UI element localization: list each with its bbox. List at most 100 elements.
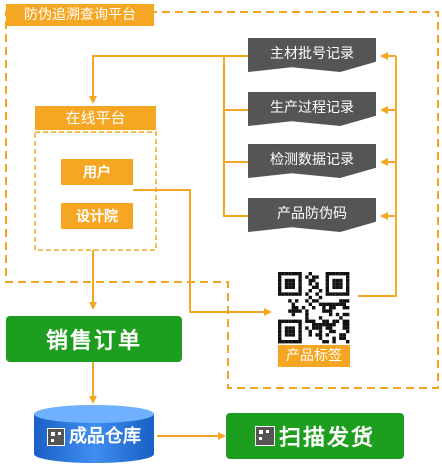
qr-module bbox=[346, 312, 350, 317]
qr-module bbox=[308, 333, 312, 337]
qr-module bbox=[342, 333, 346, 337]
qr-module bbox=[288, 278, 292, 283]
qr-module bbox=[332, 340, 336, 344]
qr-module bbox=[298, 340, 302, 344]
qr-module bbox=[278, 289, 282, 293]
qr-module bbox=[278, 326, 282, 330]
qr-module bbox=[329, 302, 333, 306]
qr-module bbox=[278, 323, 282, 327]
qr-module bbox=[335, 312, 340, 317]
qr-module bbox=[325, 285, 329, 289]
qr-module bbox=[291, 312, 295, 317]
qr-module bbox=[278, 292, 282, 296]
qr-module bbox=[346, 340, 350, 344]
qr-module bbox=[346, 299, 350, 303]
qr-module bbox=[284, 326, 289, 330]
qr-module bbox=[335, 292, 340, 296]
record-material-batch: 主材批号记录 bbox=[248, 38, 376, 72]
qr-module bbox=[342, 323, 346, 327]
qr-module bbox=[322, 302, 326, 306]
qr-module bbox=[284, 319, 289, 323]
qr-module bbox=[305, 316, 309, 320]
qr-module bbox=[281, 292, 285, 296]
qr-module bbox=[278, 329, 282, 334]
qr-module bbox=[332, 323, 336, 327]
sales-order-button[interactable]: 销售订单 bbox=[6, 316, 182, 362]
qr-module bbox=[329, 312, 333, 317]
qr-module bbox=[298, 336, 302, 340]
qr-module bbox=[308, 302, 312, 306]
qr-module bbox=[284, 329, 289, 334]
role-design-institute-button[interactable]: 设计院 bbox=[61, 203, 133, 229]
qr-module bbox=[295, 340, 299, 344]
qr-module bbox=[312, 323, 316, 327]
qr-module bbox=[332, 285, 336, 289]
qr-module bbox=[325, 319, 329, 323]
qr-module bbox=[342, 272, 346, 276]
qr-module bbox=[315, 333, 319, 337]
qr-module bbox=[312, 326, 316, 330]
qr-module bbox=[339, 292, 343, 296]
qr-module bbox=[342, 299, 346, 303]
qr-module bbox=[335, 302, 340, 306]
qr-module bbox=[325, 278, 329, 283]
records-left-bracket bbox=[223, 55, 248, 217]
qr-module bbox=[298, 326, 302, 330]
qr-module bbox=[312, 275, 316, 279]
qr-module bbox=[288, 340, 292, 344]
qr-module bbox=[291, 282, 295, 286]
qr-module bbox=[278, 336, 282, 340]
online-platform-title: 在线平台 bbox=[35, 106, 156, 130]
qr-module bbox=[346, 329, 350, 334]
qr-module bbox=[318, 302, 323, 306]
qr-module bbox=[332, 319, 336, 323]
qr-module bbox=[288, 292, 292, 296]
warehouse-qr-icon bbox=[47, 428, 65, 446]
qr-module bbox=[329, 326, 333, 330]
qr-module bbox=[284, 282, 289, 286]
platform-title: 防伪追溯查询平台 bbox=[6, 4, 154, 26]
qr-module bbox=[315, 282, 319, 286]
qr-module bbox=[335, 285, 340, 289]
qr-module bbox=[305, 319, 309, 323]
qr-module bbox=[318, 329, 323, 334]
qr-module bbox=[332, 278, 336, 283]
qr-module bbox=[284, 278, 289, 283]
qr-module bbox=[342, 336, 346, 340]
qr-module bbox=[342, 292, 346, 296]
qr-module bbox=[322, 340, 326, 344]
qr-module bbox=[346, 285, 350, 289]
qr-module bbox=[291, 278, 295, 283]
role-user-button[interactable]: 用户 bbox=[61, 159, 133, 185]
qr-module bbox=[278, 275, 282, 279]
qr-module bbox=[332, 302, 336, 306]
sales-order-label: 销售订单 bbox=[45, 329, 142, 354]
qr-module bbox=[312, 299, 316, 303]
qr-module bbox=[308, 282, 312, 286]
qr-module bbox=[284, 285, 289, 289]
scan-ship-button[interactable]: 扫描发货 bbox=[226, 413, 404, 459]
qr-module bbox=[312, 285, 316, 289]
qr-module bbox=[339, 299, 343, 303]
qr-module bbox=[325, 309, 329, 313]
qr-module bbox=[342, 306, 346, 310]
platform-boundary bbox=[5, 11, 439, 389]
qr-module bbox=[305, 312, 309, 317]
qr-module bbox=[291, 333, 295, 337]
qr-module bbox=[291, 319, 295, 323]
qr-module bbox=[291, 340, 295, 344]
qr-module bbox=[332, 292, 336, 296]
qr-module bbox=[284, 333, 289, 337]
qr-module bbox=[281, 340, 285, 344]
qr-module bbox=[291, 292, 295, 296]
qr-label-tag: 产品标签 bbox=[278, 345, 350, 367]
qr-module bbox=[295, 309, 299, 313]
qr-module bbox=[291, 309, 295, 313]
qr-module bbox=[298, 289, 302, 293]
qr-module bbox=[325, 333, 329, 337]
qr-module bbox=[339, 336, 343, 340]
qr-module bbox=[346, 282, 350, 286]
qr-module bbox=[325, 272, 329, 276]
qr-module bbox=[335, 278, 340, 283]
qr-module bbox=[291, 272, 295, 276]
